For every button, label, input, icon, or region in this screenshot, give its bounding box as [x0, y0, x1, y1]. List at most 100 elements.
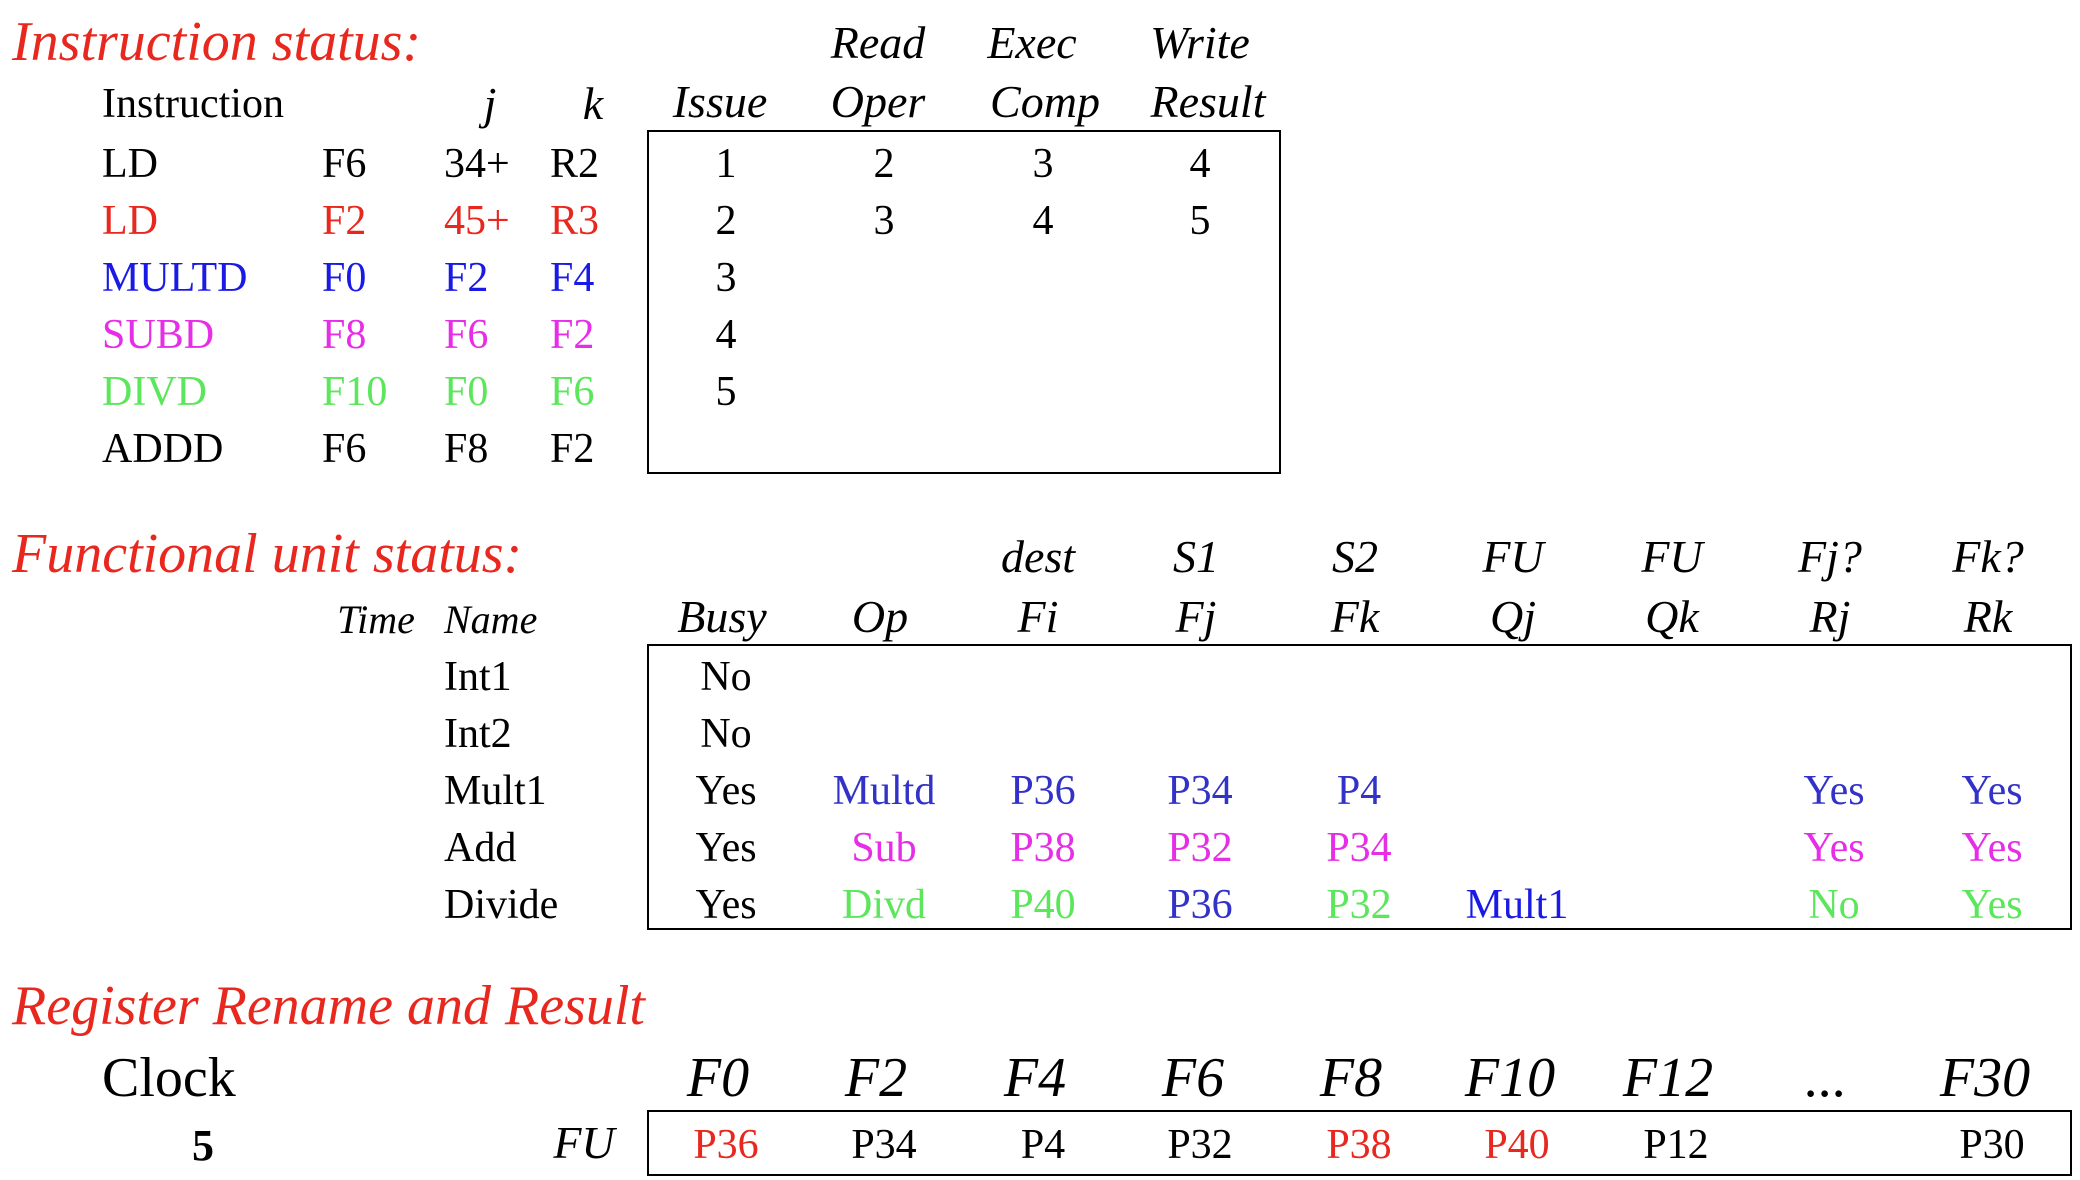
fu-qj: Mult1 [1465, 882, 1569, 928]
instr-dest: F10 [322, 369, 388, 415]
fu-fi: P38 [1010, 825, 1076, 871]
fu-rk: Yes [1961, 768, 2023, 814]
header-k: k [582, 78, 604, 129]
instr-op: LD [102, 141, 158, 187]
fu-fk: P32 [1326, 882, 1392, 928]
fu-rk: Yes [1961, 825, 2023, 871]
instr-issue: 3 [715, 255, 737, 301]
fu-busy: Yes [695, 768, 757, 814]
instr-issue: 4 [715, 312, 737, 358]
header-fk-q: Fk? [1952, 531, 2024, 582]
fu-busy: Yes [695, 882, 757, 928]
header-fk: Fk [1330, 591, 1380, 642]
instr-dest: F0 [322, 255, 367, 301]
header-exec: Exec [987, 17, 1077, 68]
instr-dest: F6 [322, 426, 367, 472]
header-result: Result [1150, 76, 1266, 127]
register-rename-title: Register Rename and Result [12, 975, 645, 1037]
fu-name: Mult1 [444, 768, 547, 814]
header-write: Write [1150, 17, 1250, 68]
instr-issue: 1 [715, 141, 737, 187]
header-comp: Comp [990, 76, 1100, 127]
register-name: F12 [1622, 1047, 1714, 1109]
instr-read: 3 [873, 198, 895, 244]
instr-k: R3 [550, 198, 600, 244]
fu-rj: Yes [1803, 825, 1865, 871]
instr-op: SUBD [102, 312, 215, 358]
instr-j: F0 [444, 369, 489, 415]
fu-name: Divide [444, 882, 559, 928]
instruction-status-title: Instruction status: [12, 11, 422, 73]
header-issue: Issue [672, 76, 768, 127]
fu-fi: P36 [1010, 768, 1076, 814]
register-value: P30 [1959, 1122, 2025, 1168]
header-instruction: Instruction [102, 81, 284, 127]
fu-busy: No [700, 711, 752, 757]
instruction-status-box [647, 130, 1281, 474]
header-rj: Rj [1809, 591, 1851, 642]
functional-unit-status-title: Functional unit status: [12, 523, 523, 585]
instr-op: LD [102, 198, 158, 244]
instr-exec: 4 [1032, 198, 1054, 244]
instr-issue: 5 [715, 369, 737, 415]
fu-name: Int2 [444, 711, 512, 757]
fu-fi: P40 [1010, 882, 1076, 928]
fu-op: Sub [851, 825, 917, 871]
register-rename-box [647, 1110, 2072, 1176]
instr-issue: 2 [715, 198, 737, 244]
clock-value: 5 [192, 1121, 214, 1170]
register-value: P32 [1167, 1122, 1233, 1168]
fu-op: Multd [832, 768, 936, 814]
register-name: F4 [1003, 1047, 1067, 1109]
register-name: ... [1805, 1047, 1847, 1109]
register-name: F10 [1464, 1047, 1556, 1109]
instr-k: F2 [550, 426, 595, 472]
header-op: Op [851, 591, 909, 642]
instr-k: F6 [550, 369, 595, 415]
instr-read: 2 [873, 141, 895, 187]
register-name: F8 [1319, 1047, 1383, 1109]
header-oper: Oper [830, 76, 926, 127]
instr-k: F4 [550, 255, 595, 301]
instr-dest: F2 [322, 198, 367, 244]
fu-fk: P34 [1326, 825, 1392, 871]
instr-j: F2 [444, 255, 489, 301]
header-fj-q: Fj? [1798, 531, 1862, 582]
fu-op: Divd [842, 882, 926, 928]
instr-j: 34+ [444, 141, 510, 187]
header-fu-qj: FU [1482, 531, 1544, 582]
header-s1: S1 [1173, 531, 1219, 582]
register-value: P34 [851, 1122, 917, 1168]
header-fu-qk: FU [1641, 531, 1703, 582]
header-fj: Fj [1175, 591, 1217, 642]
instr-k: F2 [550, 312, 595, 358]
register-value: P38 [1326, 1122, 1392, 1168]
header-rk: Rk [1963, 591, 2013, 642]
instr-write: 5 [1189, 198, 1211, 244]
instr-exec: 3 [1032, 141, 1054, 187]
header-dest: dest [1000, 531, 1076, 582]
register-name: F6 [1161, 1047, 1225, 1109]
fu-fj: P36 [1167, 882, 1233, 928]
fu-busy: Yes [695, 825, 757, 871]
instr-j: F8 [444, 426, 489, 472]
header-j: j [483, 78, 497, 129]
register-name: F30 [1939, 1047, 2031, 1109]
clock-label: Clock [102, 1047, 236, 1109]
instr-op: MULTD [102, 255, 248, 301]
register-name: F2 [844, 1047, 908, 1109]
header-time: Time [337, 597, 415, 642]
header-qj: Qj [1490, 591, 1536, 642]
fu-fj: P32 [1167, 825, 1233, 871]
fu-fk: P4 [1336, 768, 1382, 814]
register-value: P12 [1643, 1122, 1709, 1168]
header-s2: S2 [1332, 531, 1378, 582]
header-read: Read [830, 17, 926, 68]
fu-name: Add [444, 825, 517, 871]
instr-write: 4 [1189, 141, 1211, 187]
register-value: P4 [1020, 1122, 1066, 1168]
header-fi: Fi [1017, 591, 1059, 642]
instr-k: R2 [550, 141, 600, 187]
fu-rj: No [1808, 882, 1860, 928]
register-value: P36 [693, 1122, 759, 1168]
